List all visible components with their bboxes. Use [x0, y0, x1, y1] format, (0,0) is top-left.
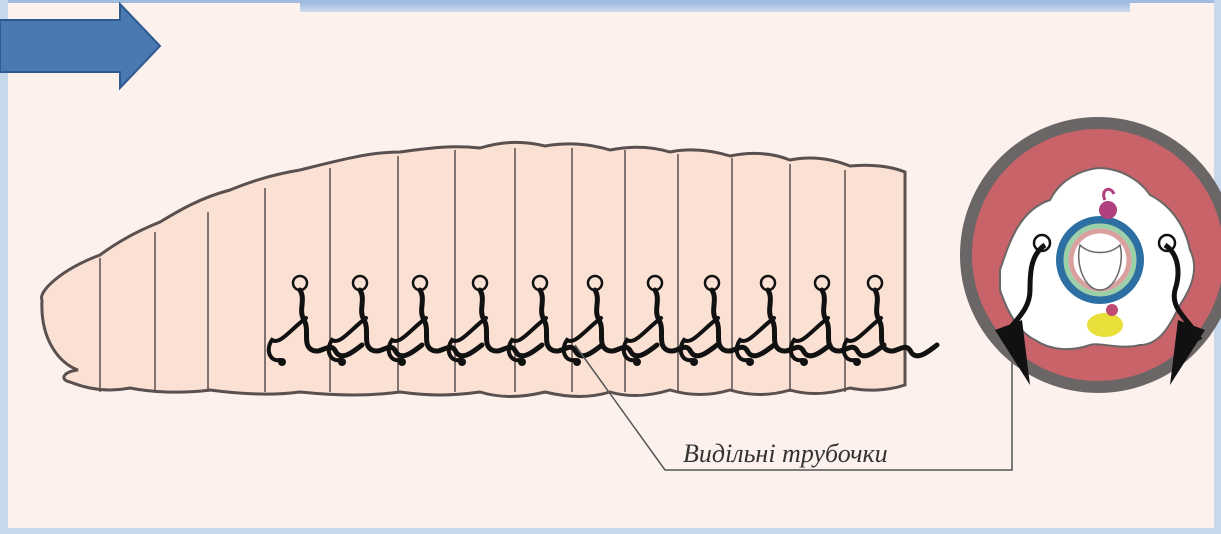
- left-edge: [0, 0, 8, 534]
- worm-outline: [42, 142, 905, 396]
- right-arrow-icon: [0, 4, 160, 88]
- worm-body: [42, 142, 937, 396]
- cross-section: [966, 123, 1221, 387]
- bottom-edge: [0, 528, 1221, 534]
- top-left-bar: [0, 0, 1221, 3]
- tubules-label: Видільні трубочки: [683, 439, 888, 468]
